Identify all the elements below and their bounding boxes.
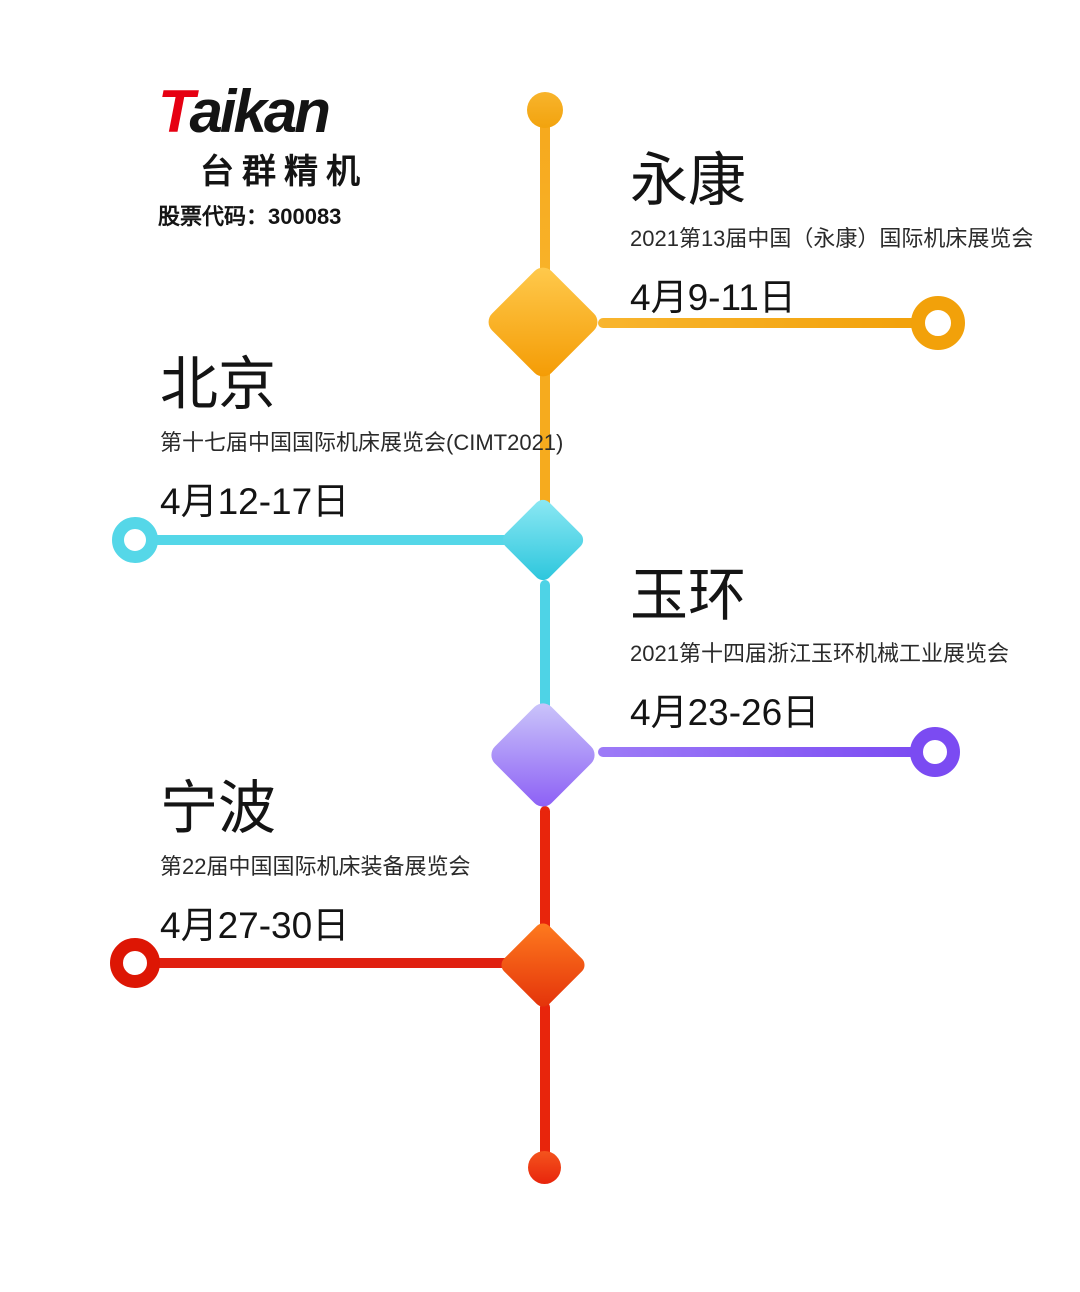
timeline-start-dot-icon: [527, 92, 563, 128]
diamond-marker-yuhuan-icon: [486, 698, 600, 812]
event-date: 4月27-30日: [160, 904, 350, 946]
brand-cn-name: 台群精机: [200, 153, 368, 191]
event-date: 4月12-17日: [160, 480, 350, 522]
event-city: 宁波: [160, 776, 277, 841]
brand-wordmark-initial: T: [158, 78, 192, 145]
ring-marker-ningbo-icon: [110, 938, 160, 988]
event-beijing: 北京 第十七届中国国际机床展览会(CIMT2021) 4月12-17日: [160, 352, 563, 525]
event-date: 4月9-11日: [630, 276, 796, 318]
connector-yuhuan: [598, 747, 922, 757]
event-yongkang: 永康 2021第13届中国（永康）国际机床展览会 4月9-11日: [630, 148, 1033, 321]
event-description: 2021第13届中国（永康）国际机床展览会: [630, 225, 1034, 251]
event-description: 2021第十四届浙江玉环机械工业展览会: [630, 640, 1009, 666]
brand-wordmark-rest: aikan: [189, 78, 330, 145]
event-yuhuan: 玉环 2021第十四届浙江玉环机械工业展览会 4月23-26日: [630, 563, 1009, 736]
event-city: 永康: [630, 148, 747, 213]
connector-beijing: [142, 535, 510, 545]
connector-ningbo: [140, 958, 510, 968]
diamond-marker-ningbo-icon: [497, 919, 589, 1011]
timeline-segment-yuhuan-ningbo: [540, 806, 550, 936]
event-description: 第十七届中国国际机床展览会(CIMT2021): [160, 429, 564, 455]
ring-marker-yongkang-icon: [911, 296, 965, 350]
timeline-segment-bottom: [540, 1002, 550, 1165]
connector-yongkang: [598, 318, 920, 328]
brand-logo: Taikan 台群精机 股票代码：300083: [158, 82, 418, 231]
event-description: 第22届中国国际机床装备展览会: [160, 853, 471, 879]
event-date: 4月23-26日: [630, 691, 820, 733]
stock-code: 股票代码：300083: [158, 204, 342, 229]
brand-wordmark: Taikan: [158, 82, 418, 142]
event-city: 玉环: [630, 563, 747, 628]
timeline-end-dot-icon: [528, 1151, 561, 1184]
event-city: 北京: [160, 352, 277, 417]
timeline-segment-top: [540, 106, 550, 291]
timeline-segment-yongkang-beijing: [540, 358, 550, 508]
ring-marker-beijing-icon: [112, 517, 158, 563]
timeline-segment-beijing-yuhuan: [540, 580, 550, 710]
event-ningbo: 宁波 第22届中国国际机床装备展览会 4月27-30日: [160, 776, 470, 949]
